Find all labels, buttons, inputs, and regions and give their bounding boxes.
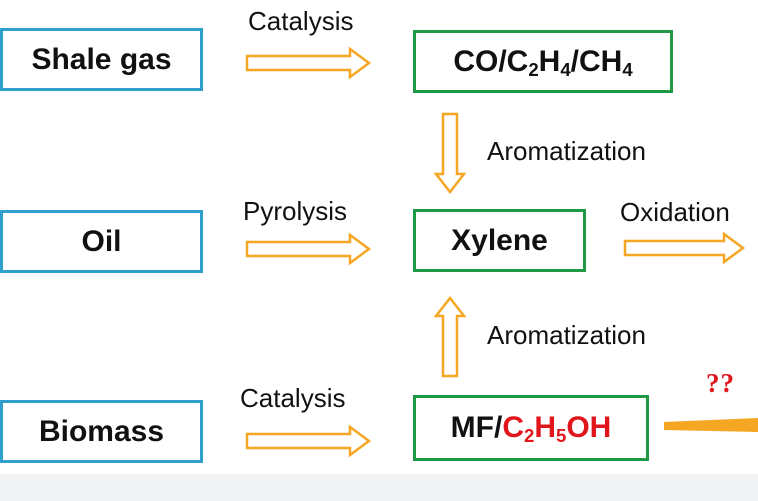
aromatization-up-arrow	[433, 295, 467, 378]
pyrolysis-label: Pyrolysis	[243, 196, 348, 226]
shale-gas-label: Shale gas	[31, 42, 172, 76]
oil-box: Oil	[0, 210, 203, 273]
oxidation-arrow	[623, 231, 746, 265]
catalysis-top-label: Catalysis	[248, 6, 354, 36]
catalysis-bottom-label: Catalysis	[240, 383, 346, 413]
xylene-label: Xylene	[451, 223, 548, 257]
biomass-box: Biomass	[0, 400, 203, 463]
catalysis-bottom-arrow	[245, 424, 372, 458]
unknown-route-mark: ??	[706, 368, 735, 398]
pyrolysis-arrow	[245, 232, 372, 266]
catalysis-top-arrow	[245, 46, 372, 80]
aromatization-top-label: Aromatization	[487, 136, 646, 166]
aromatization-bottom-label: Aromatization	[487, 320, 646, 350]
mf-ethanol-label: MF/C2H5OH	[450, 411, 612, 447]
oxidation-label: Oxidation	[620, 197, 730, 227]
biomass-label: Biomass	[38, 414, 165, 448]
co-c2h4-ch4-label: CO/C2H4/CH4	[453, 44, 633, 80]
oil-label: Oil	[81, 224, 122, 258]
xylene-box: Xylene	[413, 209, 586, 272]
co-c2h4-ch4-box: CO/C2H4/CH4	[413, 30, 673, 93]
unknown-route-arrow	[664, 418, 758, 432]
shale-gas-box: Shale gas	[0, 28, 203, 91]
mf-ethanol-box: MF/C2H5OH	[413, 395, 649, 461]
bottom-band	[0, 474, 758, 501]
aromatization-down-arrow	[433, 112, 467, 195]
